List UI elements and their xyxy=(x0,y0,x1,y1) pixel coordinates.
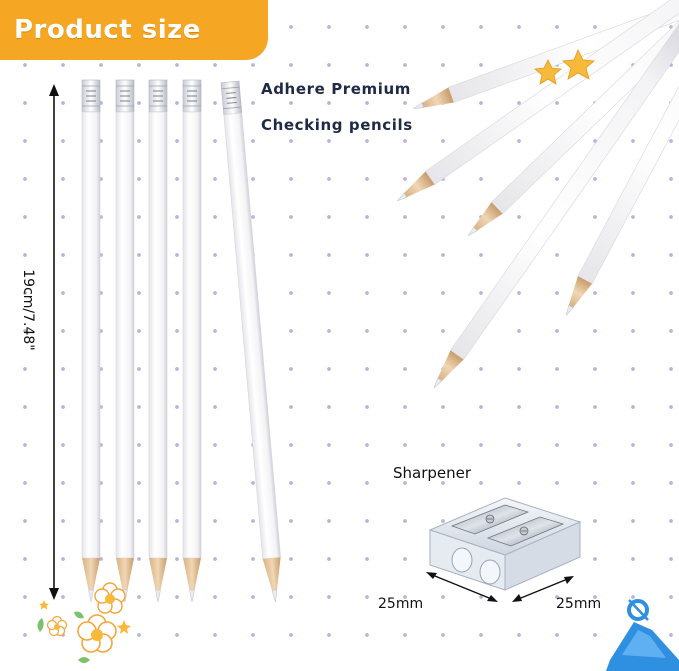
sharpener-title: Sharpener xyxy=(393,464,472,482)
product-size-banner: Product size xyxy=(0,0,268,60)
flower-decoration xyxy=(37,582,131,663)
compass-icon xyxy=(606,599,679,671)
star-decoration xyxy=(534,49,595,85)
sharpener-illustration xyxy=(428,497,582,591)
sharpener-width-arrow xyxy=(426,572,498,602)
pencil-set-vertical xyxy=(81,79,285,604)
banner-title: Product size xyxy=(14,15,201,45)
pencil-fan xyxy=(392,0,679,393)
sharpener-width-label: 25mm xyxy=(378,596,424,612)
length-dimension-arrow xyxy=(49,84,59,600)
sharpener-depth-arrow xyxy=(512,576,574,602)
pencil-length-label: 19cm/7.48" xyxy=(20,269,36,351)
sharpener-depth-label: 25mm xyxy=(556,596,602,612)
tagline-line-2: Checking pencils xyxy=(261,116,413,134)
tagline-line-1: Adhere Premium xyxy=(261,80,412,98)
